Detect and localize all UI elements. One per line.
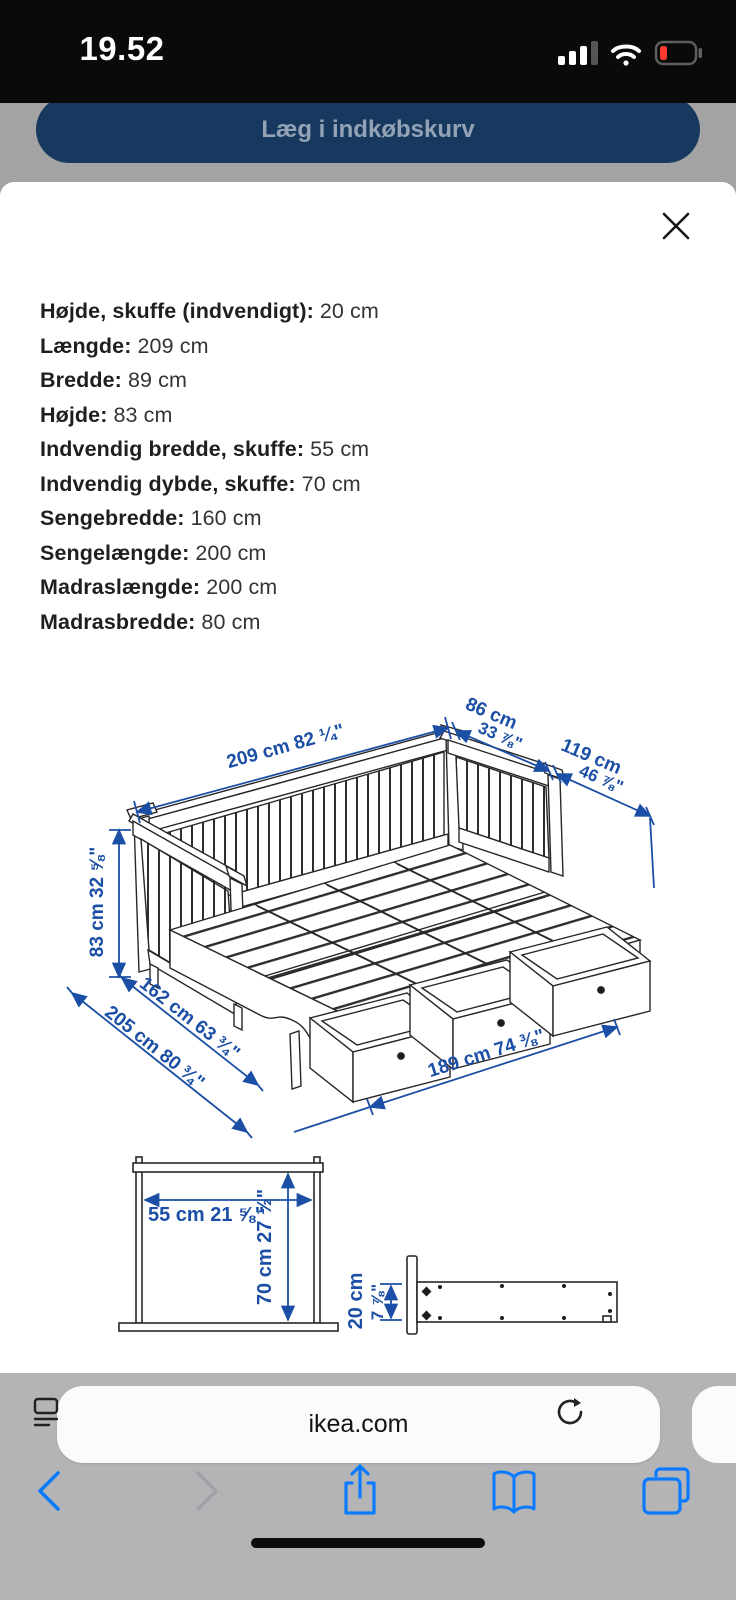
battery-low-icon	[654, 40, 702, 66]
add-to-cart-button[interactable]: Læg i indkøbskurv	[36, 96, 700, 163]
spec-row: Højde, skuffe (indvendigt):20 cm	[40, 294, 660, 329]
back-icon	[38, 1471, 60, 1511]
spec-row: Højde:83 cm	[40, 398, 660, 433]
bookmarks-icon	[492, 1470, 536, 1514]
spec-value: 160 cm	[190, 506, 262, 530]
spec-list: Højde, skuffe (indvendigt):20 cm Længde:…	[40, 294, 660, 639]
spec-value: 200 cm	[195, 540, 267, 565]
wifi-icon	[611, 44, 641, 66]
forward-button[interactable]	[186, 1467, 226, 1518]
spec-label: Højde:	[40, 402, 108, 427]
spec-row: Sengelængde:200 cm	[40, 536, 660, 571]
reader-button[interactable]	[30, 1373, 64, 1450]
tabs-button[interactable]	[640, 1465, 692, 1520]
spec-label: Indvendig dybde, skuffe:	[40, 471, 296, 496]
reload-icon	[557, 1397, 583, 1424]
spec-value: 209 cm	[137, 333, 209, 358]
url-bar[interactable]: ikea.com	[57, 1386, 660, 1463]
share-button[interactable]	[334, 1461, 386, 1524]
spec-value: 20 cm	[319, 299, 379, 323]
spec-label: Længde:	[40, 333, 132, 358]
reload-button[interactable]	[552, 1373, 588, 1450]
browser-chrome: ikea.com	[0, 1373, 736, 1600]
spec-row: Madrasbredde:80 cm	[40, 605, 660, 640]
spec-label: Bredde:	[40, 368, 122, 392]
spec-value: 70 cm	[301, 471, 361, 496]
reader-icon	[33, 1397, 59, 1426]
home-indicator[interactable]	[251, 1538, 485, 1548]
spec-row: Indvendig bredde, skuffe:55 cm	[40, 432, 660, 467]
spec-label: Sengelængde:	[40, 540, 190, 565]
spec-row: Sengebredde:160 cm	[40, 501, 660, 536]
spec-value: 83 cm	[113, 402, 173, 427]
status-bar: 19.52	[0, 0, 736, 103]
bookmarks-button[interactable]	[486, 1465, 542, 1520]
spec-value: 55 cm	[310, 437, 370, 461]
close-button[interactable]	[656, 206, 696, 246]
status-time: 19.52	[79, 30, 165, 67]
spec-value: 80 cm	[201, 609, 261, 634]
spec-row: Bredde:89 cm	[40, 363, 660, 398]
close-icon	[662, 212, 690, 240]
spec-row: Madraslængde:200 cm	[40, 570, 660, 605]
url-text: ikea.com	[308, 1410, 409, 1438]
spec-value: 89 cm	[127, 368, 187, 392]
tabs-icon	[642, 1467, 690, 1515]
spec-label: Madrasbredde:	[40, 609, 196, 634]
spec-label: Sengebredde:	[40, 506, 185, 530]
back-button[interactable]	[30, 1467, 70, 1518]
forward-icon	[196, 1471, 218, 1511]
spec-label: Madraslængde:	[40, 575, 201, 599]
spec-row: Længde:209 cm	[40, 329, 660, 364]
next-tab-peek[interactable]	[692, 1386, 736, 1463]
spec-value: 200 cm	[206, 575, 278, 599]
spec-label: Højde, skuffe (indvendigt):	[40, 299, 314, 323]
share-icon	[344, 1464, 376, 1515]
cell-signal-icon	[558, 41, 598, 65]
spec-row: Indvendig dybde, skuffe:70 cm	[40, 467, 660, 502]
spec-label: Indvendig bredde, skuffe:	[40, 437, 305, 461]
